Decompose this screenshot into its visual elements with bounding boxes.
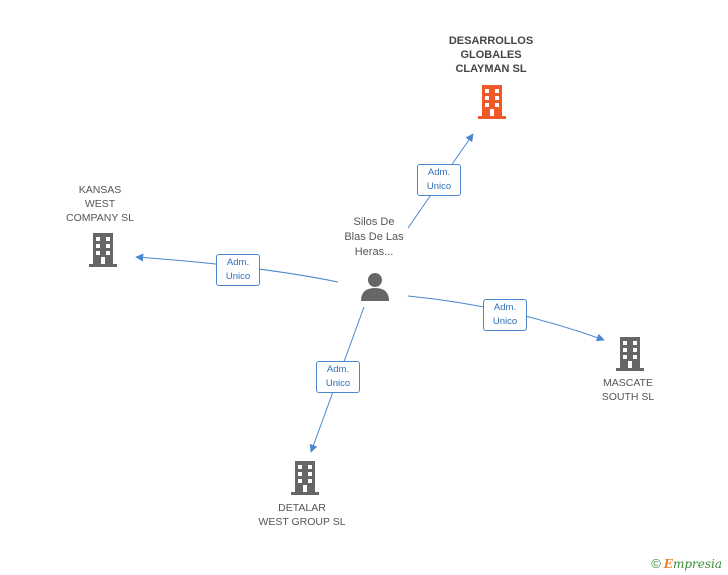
copyright-icon: © xyxy=(651,556,661,571)
badge-line: Adm. xyxy=(326,364,350,375)
brand-initial: E xyxy=(663,557,673,571)
node-label-desarrollos-globales-clayman[interactable]: DESARROLLOS GLOBALES CLAYMAN SL xyxy=(420,34,562,76)
badge-line: Adm. xyxy=(226,257,250,268)
label-line: CLAYMAN SL xyxy=(455,63,527,75)
label-line: KANSAS xyxy=(78,184,122,196)
badge-line: Adm. xyxy=(493,302,517,313)
building-icon[interactable] xyxy=(614,337,646,371)
label-line: SOUTH SL xyxy=(601,391,655,403)
person-icon[interactable] xyxy=(360,271,390,301)
building-icon[interactable] xyxy=(476,85,508,119)
badge-line: Unico xyxy=(325,378,351,389)
node-label-person[interactable]: Silos De Blas De Las Heras... xyxy=(322,215,426,260)
badge-line: Unico xyxy=(492,316,518,327)
footer-watermark: ©Empresia xyxy=(651,556,722,571)
brand-rest: mpresia xyxy=(672,557,722,571)
building-icon[interactable] xyxy=(289,461,321,495)
relationship-badge[interactable]: Adm. Unico xyxy=(417,164,461,196)
node-label-mascate-south[interactable]: MASCATE SOUTH SL xyxy=(580,376,676,404)
relationship-badge[interactable]: Adm. Unico xyxy=(316,361,360,393)
badge-line: Unico xyxy=(225,271,251,282)
node-label-detalar-west-group[interactable]: DETALAR WEST GROUP SL xyxy=(246,501,358,529)
relationship-badge[interactable]: Adm. Unico xyxy=(483,299,527,331)
label-line: Heras... xyxy=(354,246,394,258)
brand-logo: Empresia xyxy=(664,557,722,571)
relationship-badge[interactable]: Adm. Unico xyxy=(216,254,260,286)
node-label-kansas-west-company[interactable]: KANSAS WEST COMPANY SL xyxy=(50,183,150,225)
badge-line: Unico xyxy=(426,181,452,192)
label-line: GLOBALES xyxy=(460,49,522,61)
label-line: WEST xyxy=(84,198,116,210)
label-line: Silos De xyxy=(353,216,395,228)
label-line: Blas De Las xyxy=(344,231,404,243)
label-line: DESARROLLOS xyxy=(448,35,534,47)
badge-line: Adm. xyxy=(427,167,451,178)
label-line: COMPANY SL xyxy=(66,212,134,224)
label-line: WEST GROUP SL xyxy=(258,516,346,528)
label-line: DETALAR xyxy=(278,502,326,514)
building-icon[interactable] xyxy=(87,233,119,267)
label-line: MASCATE xyxy=(603,377,653,389)
